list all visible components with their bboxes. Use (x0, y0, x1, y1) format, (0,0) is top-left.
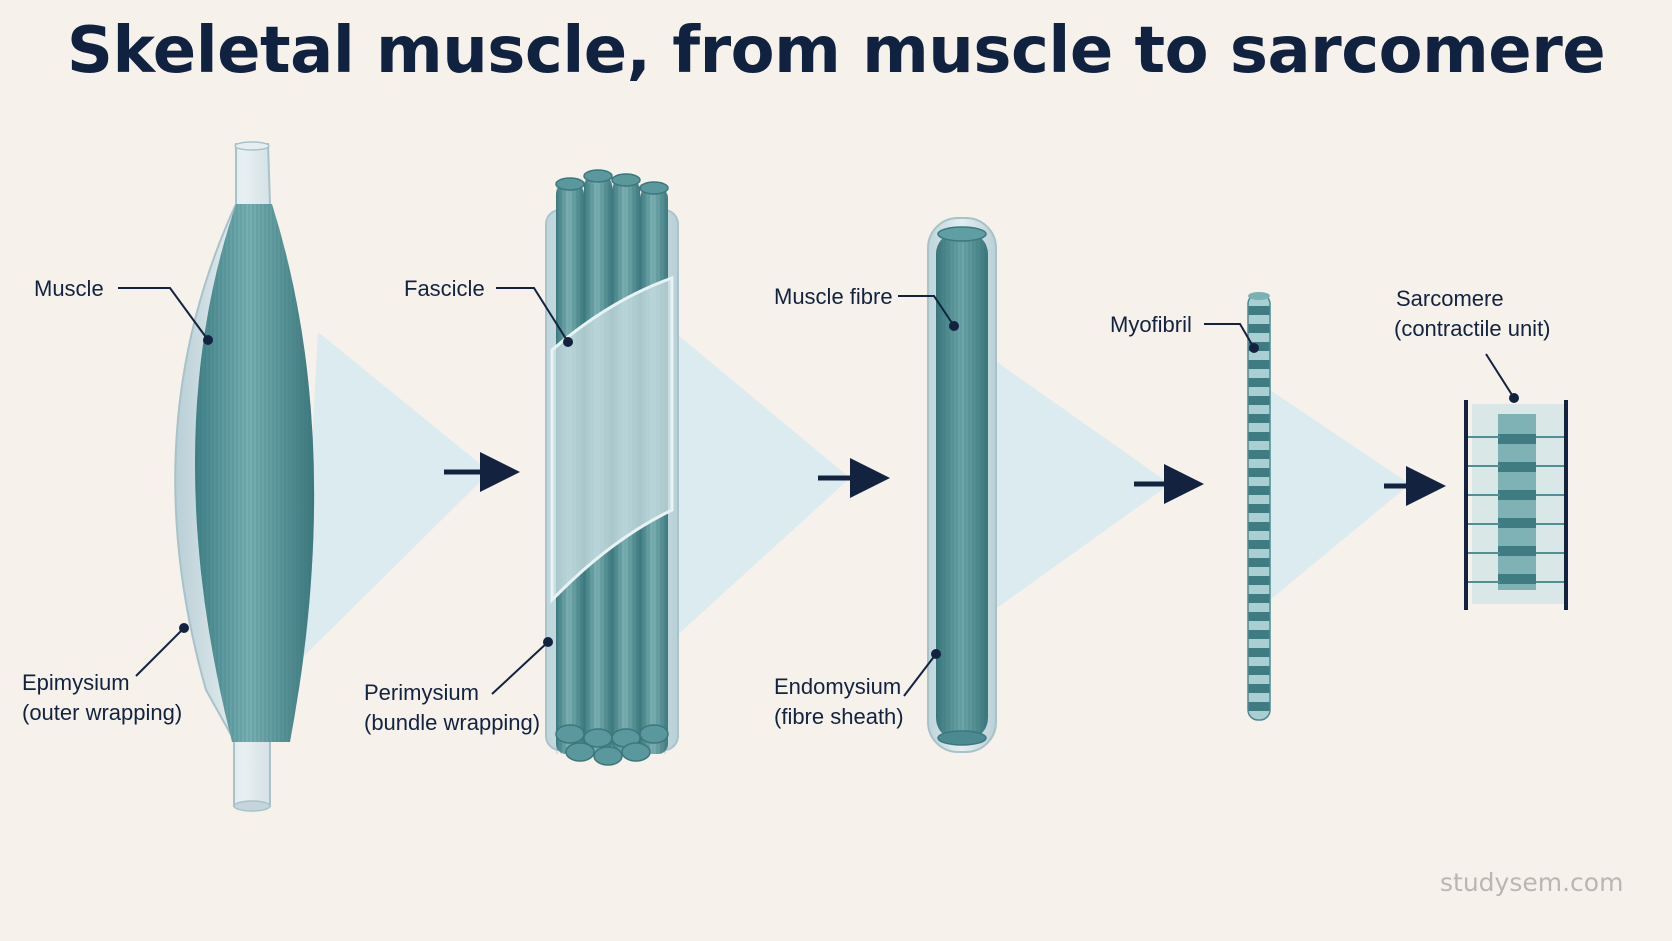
label-myofibril: Myofibril (1110, 312, 1192, 337)
fascicle-bundle (545, 169, 679, 766)
zoom-cone-3 (994, 360, 1170, 610)
label-sarcomere: Sarcomere (1396, 286, 1504, 311)
leader-perimysium (491, 641, 549, 695)
label-perimysium-note: (bundle wrapping) (364, 710, 540, 735)
leader-endomysium (903, 653, 937, 697)
leader-sarcomere (1485, 353, 1515, 399)
zoom-cone-2 (672, 330, 850, 640)
label-muscle: Muscle (34, 276, 104, 301)
label-epimysium-note: (outer wrapping) (22, 700, 182, 725)
page-title: Skeletal muscle, from muscle to sarcomer… (66, 14, 1606, 88)
whole-muscle (174, 141, 315, 812)
leader-epimysium (135, 627, 185, 677)
leader-muscle (118, 287, 209, 341)
label-epimysium: Epimysium (22, 670, 130, 695)
leader-myofibril (1204, 323, 1255, 349)
sarcomere (1464, 400, 1568, 610)
myofibril (1247, 292, 1271, 721)
label-muscle-fibre: Muscle fibre (774, 284, 893, 309)
watermark: studysem.com (1440, 868, 1624, 897)
zoom-cone-4 (1270, 390, 1410, 600)
muscle-fibre (927, 217, 997, 753)
label-endomysium: Endomysium (774, 674, 901, 699)
zoom-cone-1 (300, 332, 490, 660)
label-endomysium-note: (fibre sheath) (774, 704, 904, 729)
leader-fascicle (496, 287, 569, 343)
label-sarcomere-note: (contractile unit) (1394, 316, 1551, 341)
leader-muscle-fibre (898, 295, 955, 327)
label-fascicle: Fascicle (404, 276, 485, 301)
label-perimysium: Perimysium (364, 680, 479, 705)
